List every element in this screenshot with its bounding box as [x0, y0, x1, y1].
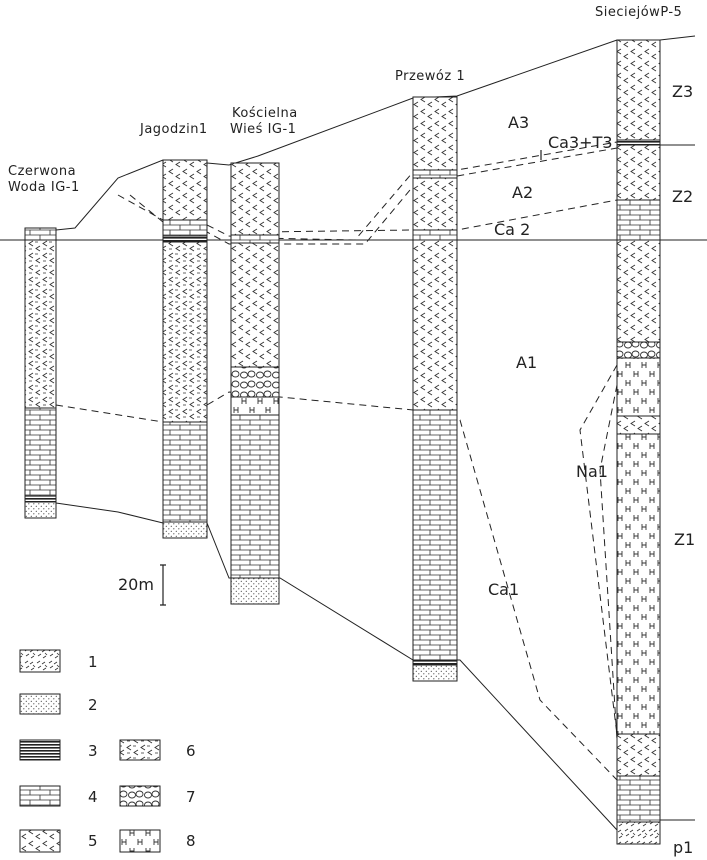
- well-name-koscielna-line2: Wieś IG-1: [230, 122, 296, 137]
- well-column-sieciejow: [617, 40, 660, 844]
- legend-label-2: 2: [88, 696, 98, 714]
- unit-label-a2: A2: [512, 183, 533, 202]
- legend-label-3: 3: [88, 742, 98, 760]
- unit-label-na1: Na1: [576, 462, 608, 481]
- unit-label-ca1: Ca1: [488, 580, 519, 599]
- well-name-sieciejow: SieciejówP-5: [595, 5, 682, 20]
- well-column-czerwona: [25, 228, 56, 518]
- legend-label-1: 1: [88, 653, 98, 671]
- unit-label-z3: Z3: [672, 82, 693, 101]
- legend-swatch-7: [120, 786, 160, 806]
- unit-label-z1: Z1: [674, 530, 695, 549]
- legend-label-5: 5: [88, 832, 98, 850]
- unit-label-ca2: Ca 2: [494, 220, 530, 239]
- legend-label-7: 7: [186, 788, 196, 806]
- well-name-koscielna-line1: Kościelna: [232, 106, 298, 121]
- unit-label-a3: A3: [508, 113, 529, 132]
- well-name-czerwona-line2: Woda IG-1: [8, 180, 80, 195]
- correlation-lines: [0, 36, 707, 830]
- base-outline: [25, 503, 617, 830]
- well-name-czerwona-line1: Czerwona: [8, 164, 76, 179]
- scale-bar: [160, 565, 166, 605]
- z-boundaries: [660, 145, 695, 820]
- legend-label-4: 4: [88, 788, 98, 806]
- unit-label-a1: A1: [516, 353, 537, 372]
- legend: 1 2 3 4 5 6 7 8: [20, 650, 196, 852]
- legend-swatch-6: [120, 740, 160, 760]
- well-name-jagodzin: Jagodzin1: [139, 122, 208, 137]
- unit-label-z2: Z2: [672, 187, 693, 206]
- well-name-przewoz: Przewóz 1: [395, 69, 465, 84]
- well-column-koscielna: [231, 163, 279, 604]
- legend-swatch-8: [120, 830, 160, 852]
- scale-label: 20m: [118, 575, 154, 594]
- unit-label-ca3t3: Ca3+T3: [548, 133, 613, 152]
- legend-swatch-1: [20, 650, 60, 672]
- legend-swatch-5: [20, 830, 60, 852]
- legend-label-8: 8: [186, 832, 196, 850]
- legend-swatch-2: [20, 694, 60, 714]
- dashed-correlations: [56, 142, 617, 780]
- unit-label-p1: p1: [673, 838, 693, 857]
- legend-swatch-3: [20, 740, 60, 760]
- legend-label-6: 6: [186, 742, 196, 760]
- well-column-jagodzin: [163, 160, 207, 538]
- well-column-przewoz: [413, 97, 457, 681]
- legend-swatch-4: [20, 786, 60, 806]
